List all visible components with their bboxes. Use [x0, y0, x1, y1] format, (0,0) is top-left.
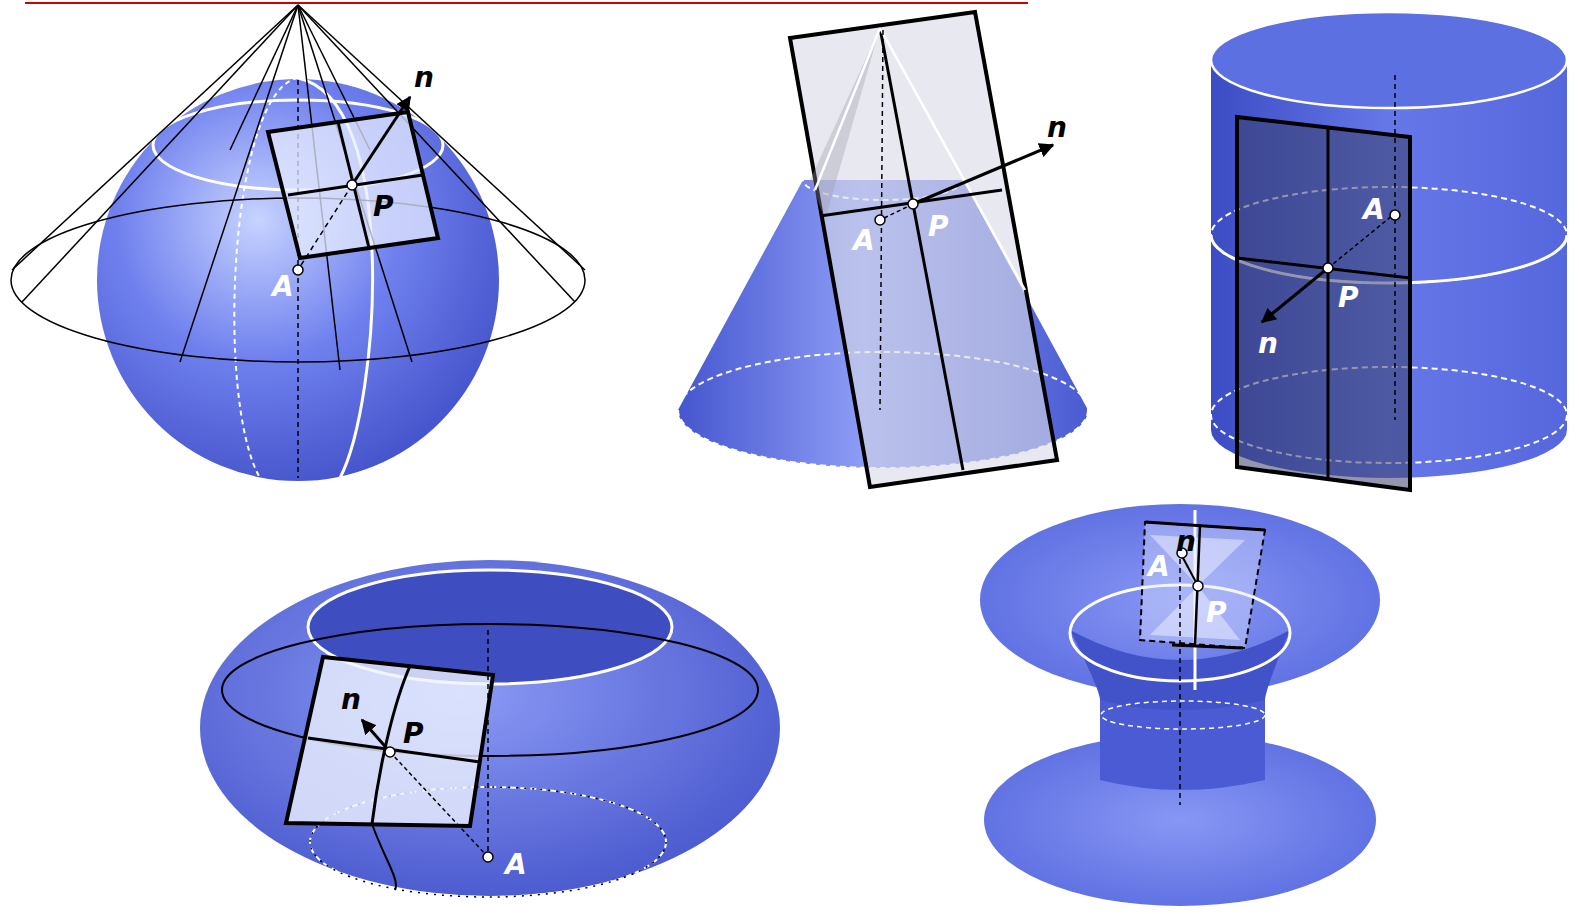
center-label: A — [1148, 553, 1170, 581]
point-label: P — [1338, 284, 1359, 312]
center-label: A — [272, 273, 294, 301]
normal-label: n — [1047, 114, 1067, 142]
normal-label: n — [1258, 330, 1278, 358]
center-label: A — [505, 851, 527, 879]
normal-label: n — [341, 686, 361, 714]
point-label: P — [928, 213, 949, 241]
point-label: P — [1206, 599, 1227, 627]
center-label: A — [1363, 196, 1385, 224]
normal-label: n — [414, 64, 434, 92]
point-label: P — [373, 193, 394, 221]
normal-label: n — [1176, 528, 1196, 556]
point-label: P — [403, 720, 424, 748]
center-label: A — [853, 227, 875, 255]
